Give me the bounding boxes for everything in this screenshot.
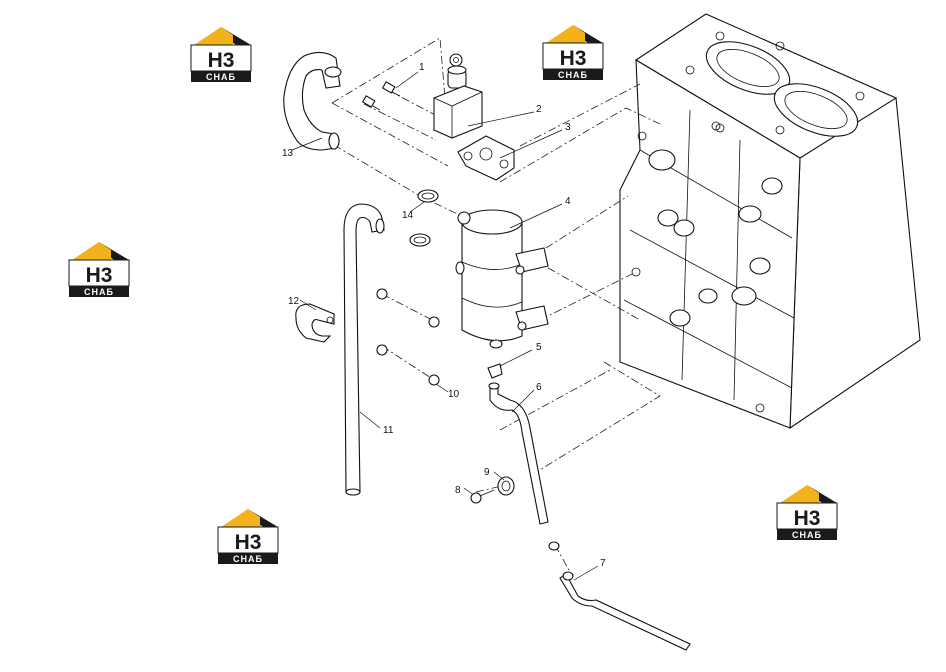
callout-8: 8 bbox=[455, 485, 461, 496]
bolt-part bbox=[376, 288, 440, 386]
p-clip-part bbox=[295, 303, 335, 343]
callout-4: 4 bbox=[565, 196, 571, 207]
callout-13: 13 bbox=[282, 148, 294, 159]
callout-5: 5 bbox=[536, 342, 542, 353]
leader-lines bbox=[291, 71, 599, 581]
logo-text: H3 bbox=[208, 49, 235, 72]
callout-9: 9 bbox=[484, 467, 490, 478]
logo-subtext: СНАБ bbox=[558, 70, 588, 80]
breather-housing-part bbox=[433, 65, 483, 139]
brand-logo-3: H3 СНАБ bbox=[68, 241, 130, 298]
engine-block bbox=[619, 13, 921, 430]
gasket-part bbox=[457, 135, 515, 181]
logo-text: H3 bbox=[86, 264, 113, 287]
bent-hose-part bbox=[283, 51, 342, 151]
tube-part bbox=[559, 571, 691, 651]
brand-logo-1: H3 СНАБ bbox=[190, 26, 252, 83]
logo-text: H3 bbox=[560, 47, 587, 70]
logo-text: H3 bbox=[794, 507, 821, 530]
callout-14: 14 bbox=[402, 210, 414, 221]
assembly-lines bbox=[331, 37, 661, 573]
hose-clamp-part bbox=[409, 189, 439, 247]
callout-6: 6 bbox=[536, 382, 542, 393]
oil-separator-part bbox=[455, 209, 549, 349]
logo-subtext: СНАБ bbox=[206, 72, 236, 82]
fitting-part bbox=[487, 363, 503, 379]
callout-7: 7 bbox=[600, 558, 606, 569]
callout-11: 11 bbox=[383, 425, 394, 436]
callout-1: 1 bbox=[419, 62, 425, 73]
brand-logo-5: H3 СНАБ bbox=[776, 484, 838, 541]
callout-3: 3 bbox=[565, 122, 571, 133]
screw-part bbox=[361, 53, 463, 111]
drain-pipe-part bbox=[488, 382, 549, 525]
logo-subtext: СНАБ bbox=[792, 530, 822, 540]
callout-10: 10 bbox=[448, 389, 460, 400]
brand-logo-4: H3 СНАБ bbox=[217, 508, 279, 565]
callout-12: 12 bbox=[288, 296, 300, 307]
logo-subtext: СНАБ bbox=[84, 287, 114, 297]
callout-labels: 1 2 3 4 5 6 7 8 9 10 11 12 13 14 bbox=[282, 62, 606, 569]
grommet-part bbox=[497, 476, 515, 496]
logo-text: H3 bbox=[235, 531, 262, 554]
logo-subtext: СНАБ bbox=[233, 554, 263, 564]
clip-part bbox=[548, 541, 560, 551]
long-hose-part bbox=[343, 203, 385, 496]
bolt-8-part bbox=[470, 489, 495, 504]
callout-2: 2 bbox=[536, 104, 542, 115]
brand-logo-2: H3 СНАБ bbox=[542, 24, 604, 81]
